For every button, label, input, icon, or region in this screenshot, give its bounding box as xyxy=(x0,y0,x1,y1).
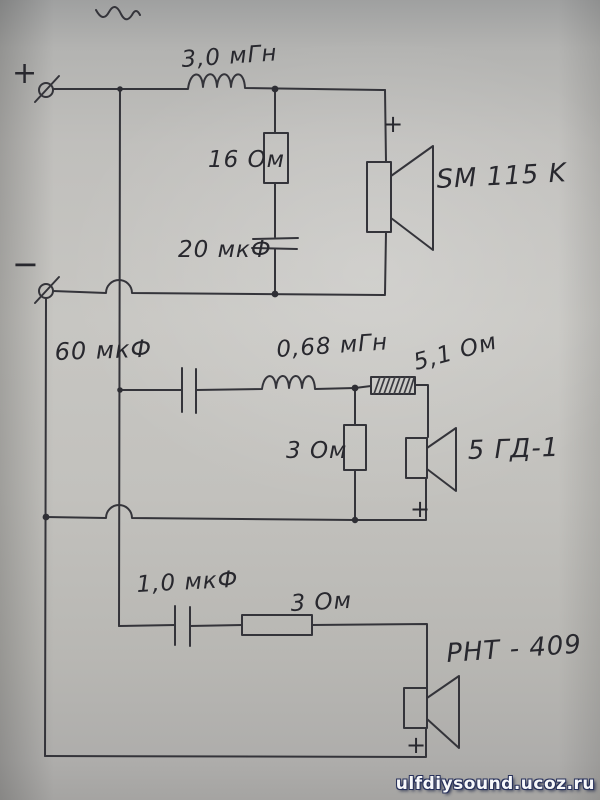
wire-bottom-top xyxy=(118,623,428,689)
wire-plus-bus xyxy=(118,88,121,627)
junction-dots xyxy=(42,85,359,524)
input-terminals xyxy=(34,75,60,304)
wire-bottom-return xyxy=(44,727,427,758)
capacitor-60uf-label: 60 мкФ xyxy=(54,335,152,366)
components xyxy=(174,132,416,647)
watermark: ulfdiysound.ucoz.ru xyxy=(395,774,595,794)
speaker-rht409-label: РНТ - 409 xyxy=(445,630,582,669)
speaker-5gd1-symbol xyxy=(405,427,457,492)
capacitor-60uf-symbol xyxy=(181,367,197,414)
inductor-3mh-label: 3,0 мГн xyxy=(181,40,279,73)
minus-terminal-slash xyxy=(34,276,60,304)
speaker-5gd1-label: 5 ГД-1 xyxy=(467,433,560,466)
speaker-sm115k-polarity: + xyxy=(383,110,404,138)
resistor-16ohm-label: 16 Ом xyxy=(208,147,285,173)
wire-top-minus xyxy=(52,279,386,296)
resistor-16ohm-symbol xyxy=(263,132,289,184)
wire-woofer-feed xyxy=(384,89,387,163)
wire-mid-top xyxy=(119,375,356,391)
speaker-sm115k-label: SM 115 K xyxy=(436,158,568,195)
capacitor-20uf-symbol xyxy=(251,237,299,250)
capacitor-1uf-symbol xyxy=(174,605,191,647)
resistor-3ohm-bottom-label: 3 Ом xyxy=(290,588,353,617)
resistor-5ohm1-label: 5,1 Ом xyxy=(411,329,500,376)
speaker-rht409-symbol xyxy=(403,675,460,749)
resistor-3ohm-mid-symbol xyxy=(343,424,367,471)
pen-scribble xyxy=(95,6,141,21)
speaker-sm115k-symbol xyxy=(366,145,434,251)
speaker-rht409-polarity: + xyxy=(406,731,427,759)
wire-minus-bus xyxy=(44,297,47,757)
plus-terminal-label: + xyxy=(12,56,38,91)
labels: + − 3,0 мГн 16 Ом 20 мкФ SM 115 K + 60 м… xyxy=(12,40,583,759)
wires xyxy=(44,73,429,758)
resistor-3ohm-bottom-symbol xyxy=(241,614,313,636)
capacitor-1uf-label: 1,0 мкФ xyxy=(136,567,239,598)
plus-terminal-slash xyxy=(34,75,60,103)
wire-woofer-return xyxy=(384,231,387,295)
inductor-068mh-label: 0,68 мГн xyxy=(276,329,389,363)
capacitor-20uf-label: 20 мкФ xyxy=(178,237,272,263)
wire-mid-return xyxy=(45,477,427,521)
minus-terminal-label: − xyxy=(12,245,40,283)
wire-top-plus xyxy=(52,73,386,91)
resistor-3ohm-mid-label: 3 Ом xyxy=(286,438,347,464)
resistor-5ohm1-symbol xyxy=(370,376,416,395)
speaker-5gd1-polarity: + xyxy=(410,495,431,523)
speakers xyxy=(366,145,460,749)
